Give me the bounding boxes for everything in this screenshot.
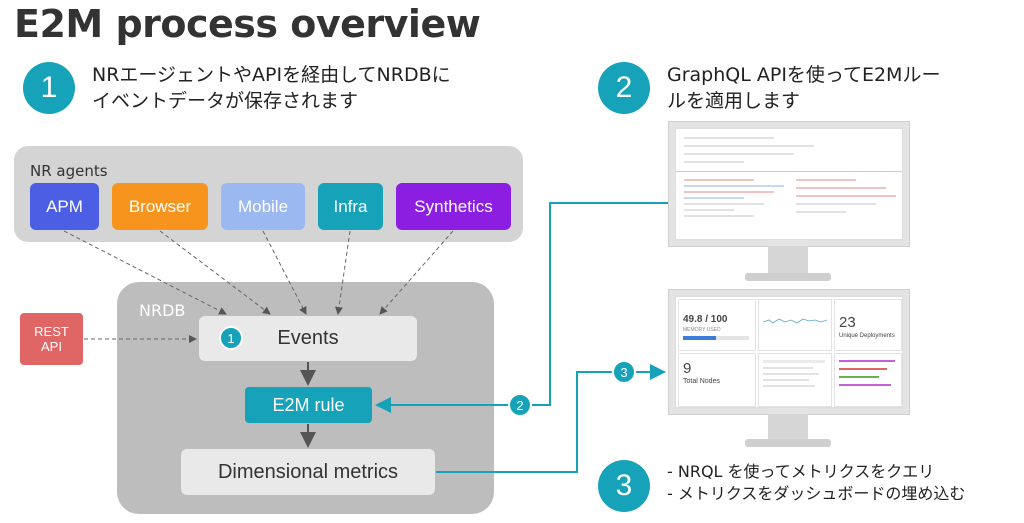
dashboard-screen: 49.8 / 100 MEMORY USED 23 Unique Deploym… [675,296,903,408]
graphql-screen [675,128,903,240]
events-badge: 1 [219,326,243,350]
page-title: E2M process overview [14,2,481,46]
memory-bar-track [683,336,749,340]
nrdb-label: NRDB [139,301,186,320]
step-2-line-1: GraphQL APIを使ってE2Mルー [667,64,941,86]
arrow-browser-events [159,230,271,315]
nodes-panel: 9 Total Nodes [678,353,756,407]
nodes-value: 9 [683,360,692,377]
arrow-synthetics-events [379,230,454,315]
connector-2-badge: 2 [508,393,532,417]
memory-panel: 49.8 / 100 MEMORY USED [678,299,756,351]
graphql-monitor [668,121,910,247]
deployments-value: 23 [839,314,856,331]
e2m-rule-box: E2M rule [245,387,372,423]
nodes-label: Total Nodes [683,378,720,385]
step-1-text: NRエージェントやAPIを経由してNRDBに イベントデータが保存されます [92,62,451,114]
bars-panel [834,353,902,407]
agent-apm: APM [30,183,99,230]
step-1-line-1: NRエージェントやAPIを経由してNRDBに [92,64,451,86]
agents-label: NR agents [30,162,108,180]
graphql-monitor-base [745,273,831,281]
connector-graphql-rule [375,202,668,413]
dashboard-monitor-base [745,439,831,447]
rest-api-line-1: REST [34,324,69,339]
arrow-infra-events [335,230,351,315]
rest-api-line-2: API [41,339,62,354]
deployments-label: Unique Deployments [839,333,895,339]
agent-mobile: Mobile [221,183,305,230]
table-panel [758,353,832,407]
memory-bar-fill [683,336,716,340]
agent-infra: Infra [318,183,383,230]
memory-label: MEMORY USED [683,327,721,333]
arrow-apm-events [63,230,227,315]
deployments-panel: 23 Unique Deployments [834,299,902,351]
sparkline-panel [758,299,832,351]
memory-value: 49.8 / 100 [683,314,728,325]
step-3-text: - NRQL を使ってメトリクスをクエリ - メトリクスをダッシュボードの埋め込… [667,461,965,505]
agent-browser: Browser [112,183,208,230]
graphql-monitor-stand [768,246,808,274]
dashboard-monitor-stand [768,414,808,440]
connector-3-badge: 3 [612,360,636,384]
step-3-bullet-2: - メトリクスをダッシュボードの埋め込む [667,484,966,503]
dashboard-monitor: 49.8 / 100 MEMORY USED 23 Unique Deploym… [668,289,910,415]
sparkline-chart [762,318,828,324]
step-3-bullet-1: - NRQL を使ってメトリクスをクエリ [667,462,935,481]
dimensional-metrics-box: Dimensional metrics [181,449,435,495]
step-2-line-2: ルを適用します [667,90,801,112]
step-2-text: GraphQL APIを使ってE2Mルー ルを適用します [667,62,940,114]
events-label: Events [277,327,339,349]
step-2-badge: 2 [598,62,650,114]
agent-synthetics: Synthetics [396,183,511,230]
step-1-badge: 1 [23,62,75,114]
rest-api-box: REST API [20,313,83,365]
step-1-line-2: イベントデータが保存されます [92,90,359,112]
step-3-badge: 3 [598,460,650,512]
arrow-mobile-events [262,230,307,315]
